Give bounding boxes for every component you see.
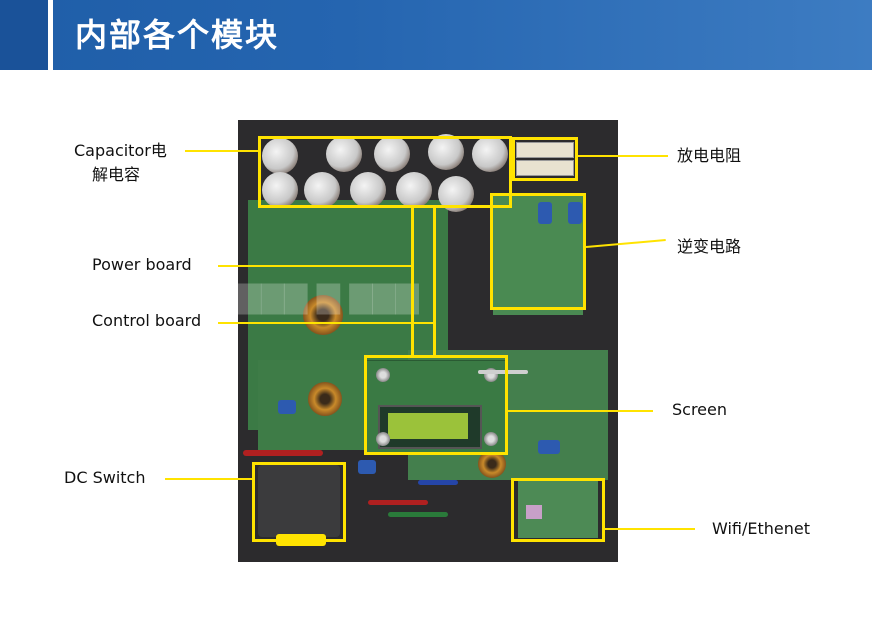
- wifi-ethernet-highlight: [511, 478, 605, 542]
- capacitor: [262, 172, 298, 208]
- inductor: [308, 382, 342, 416]
- power-board-label: Power board: [92, 255, 192, 274]
- screen-highlight: [364, 355, 508, 455]
- screen-label: Screen: [672, 400, 728, 419]
- dc-switch-label: DC Switch: [64, 468, 146, 487]
- capacitor-leader-line: [185, 150, 258, 152]
- screen-leader-line: [508, 410, 653, 412]
- discharge-resistor: [516, 142, 574, 158]
- film-capacitor: [538, 202, 552, 224]
- title-bar-accent: [0, 0, 53, 70]
- capacitor-label-line1: Capacitor电: [74, 141, 167, 160]
- screw: [484, 432, 498, 446]
- wire: [243, 450, 323, 456]
- wire: [368, 500, 428, 505]
- title-bar: 内部各个模块: [0, 0, 872, 70]
- capacitor: [374, 136, 410, 172]
- screw: [376, 368, 390, 382]
- wire: [388, 512, 448, 517]
- dc-switch-leader-line: [165, 478, 252, 480]
- film-capacitor: [278, 400, 296, 414]
- wire: [418, 480, 458, 485]
- slide-title: 内部各个模块: [75, 16, 280, 54]
- film-capacitor: [358, 460, 376, 474]
- dc-switch-highlight: [252, 462, 346, 542]
- wire: [478, 370, 528, 374]
- lcd-display: [388, 413, 468, 439]
- capacitor-label-line2: 解电容: [92, 165, 141, 184]
- capacitor: [472, 136, 508, 172]
- inverter-circuit-label: 逆变电路: [677, 237, 742, 256]
- wifi-ethernet-leader-line: [605, 528, 695, 530]
- discharge-resistor-label: 放电电阻: [677, 146, 742, 165]
- discharge-resistor-leader-line: [578, 155, 668, 157]
- film-capacitor: [568, 202, 582, 224]
- control-board-indicator: [433, 208, 436, 356]
- capacitor-highlight: [258, 136, 512, 208]
- screw: [376, 432, 390, 446]
- capacitor: [262, 138, 298, 174]
- capacitor: [428, 134, 464, 170]
- film-capacitor: [538, 440, 560, 454]
- capacitor: [350, 172, 386, 208]
- control-board-leader-line: [218, 322, 433, 324]
- control-board-label: Control board: [92, 311, 202, 330]
- power-board-indicator: [411, 208, 414, 356]
- capacitor: [304, 172, 340, 208]
- wifi-ethernet-label: Wifi/Ethenet: [712, 519, 811, 538]
- inverter-circuit-highlight: [490, 193, 586, 310]
- discharge-resistor-highlight: [512, 137, 578, 181]
- capacitor: [396, 172, 432, 208]
- inductor: [303, 295, 343, 335]
- discharge-resistor: [516, 160, 574, 176]
- dc-switch-body: [258, 465, 340, 537]
- watermark: ▇▇▇ ▇ ▇▇▇: [238, 280, 419, 315]
- power-board-leader-line: [218, 265, 411, 267]
- capacitor: [326, 136, 362, 172]
- wifi-connector: [526, 505, 542, 519]
